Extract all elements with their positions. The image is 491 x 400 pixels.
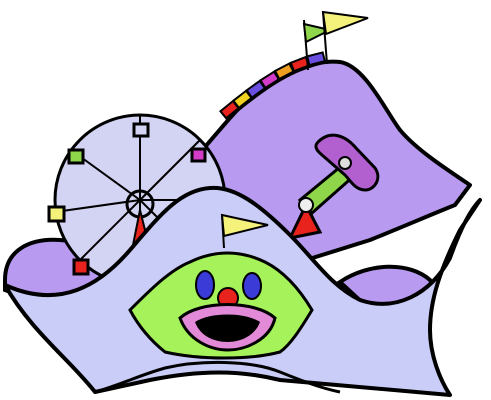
clown-eye-left — [195, 270, 215, 300]
coaster-track — [227, 60, 341, 120]
hammer-base — [287, 201, 323, 241]
pennant-flag-icon — [220, 213, 269, 238]
hill-flags — [302, 10, 369, 71]
tent-bottom-edge — [94, 360, 341, 394]
clown-face-icon — [178, 270, 277, 352]
gondola-right — [190, 147, 207, 163]
gondola-top — [132, 122, 150, 138]
clown-eye-right — [242, 272, 262, 300]
gondola-upper-left — [67, 148, 85, 165]
hammer-pivot — [338, 156, 352, 170]
gondola-left — [47, 205, 66, 223]
clown-mouth-inner — [195, 314, 260, 342]
gondola-bottom-left — [72, 258, 90, 276]
hammer-base-pivot — [298, 197, 314, 213]
hammer-ride — [287, 133, 380, 241]
roller-coaster — [219, 51, 341, 120]
coaster-cars — [219, 51, 327, 120]
coaster-car — [273, 62, 295, 81]
pennant-flag-icon — [321, 10, 369, 36]
coaster-car — [305, 51, 327, 67]
